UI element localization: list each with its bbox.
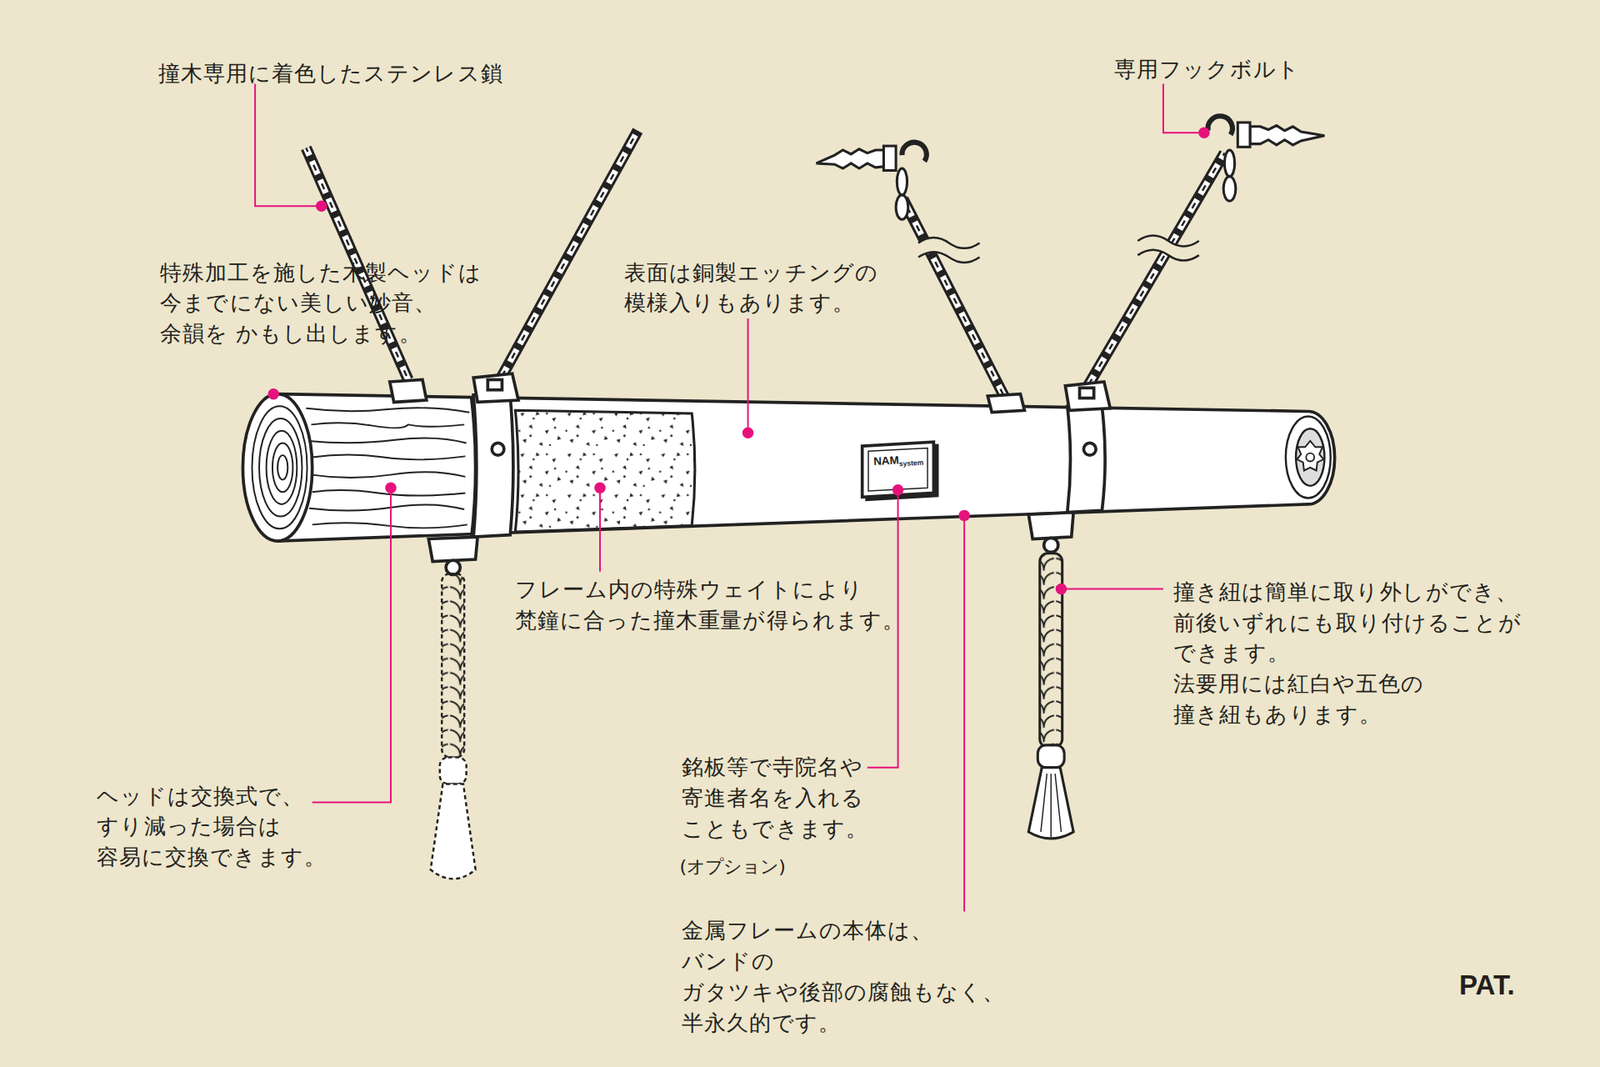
callout-text: 専用フックボルト — [1114, 54, 1300, 85]
band — [390, 373, 519, 575]
shumoku-body — [242, 394, 1335, 541]
callout-text: ヘッドは交換式で、 すり減った場合は 容易に交換できます。 — [96, 780, 327, 873]
break-mark — [1137, 235, 1199, 261]
callout-text: 金属フレームの本体は、バンドの ガタツキや後部の腐蝕もなく、 半永久的です。 — [681, 915, 1022, 1038]
break-mark — [918, 237, 980, 263]
hook-bolt — [1208, 115, 1325, 201]
band — [987, 381, 1110, 552]
chain-links — [500, 130, 638, 380]
wood-rings — [251, 405, 307, 529]
callout-text: 撞木専用に着色したステンレス鎖 — [158, 58, 504, 90]
leader-dot — [267, 126, 1210, 595]
patent-mark: PAT. — [1459, 969, 1515, 1000]
nameplate-text: NAM — [873, 453, 900, 469]
chain-links — [903, 199, 1005, 399]
nameplate-text: system — [899, 457, 925, 469]
striking-rope — [1028, 553, 1074, 839]
wood-grain — [305, 407, 470, 528]
callout-text: 表面は銅製エッチングの 模様入りもあります。 — [624, 257, 877, 319]
striking-rope — [430, 573, 476, 879]
callout-text: フレーム内の特殊ウェイトにより 梵鐘に合った撞木重量が得られます。 — [515, 574, 900, 635]
hook-bolt — [816, 142, 927, 220]
callout-text: 銘板等で寺院名や 寄進者名を入れる こともできます。 — [681, 751, 869, 844]
chain-links — [1086, 153, 1225, 389]
callout-text: 撞き紐は簡単に取り外しができ、 前後いずれにも取り付けることが できます。 法要… — [1173, 576, 1514, 730]
nameplate — [862, 441, 939, 500]
leader-line — [255, 83, 1205, 911]
callout-text: 特殊加工を施した木製ヘッドは 今までにない美しい妙音、余韻を かもし出します。 — [160, 257, 500, 350]
option-note: (オプション) — [680, 850, 786, 882]
